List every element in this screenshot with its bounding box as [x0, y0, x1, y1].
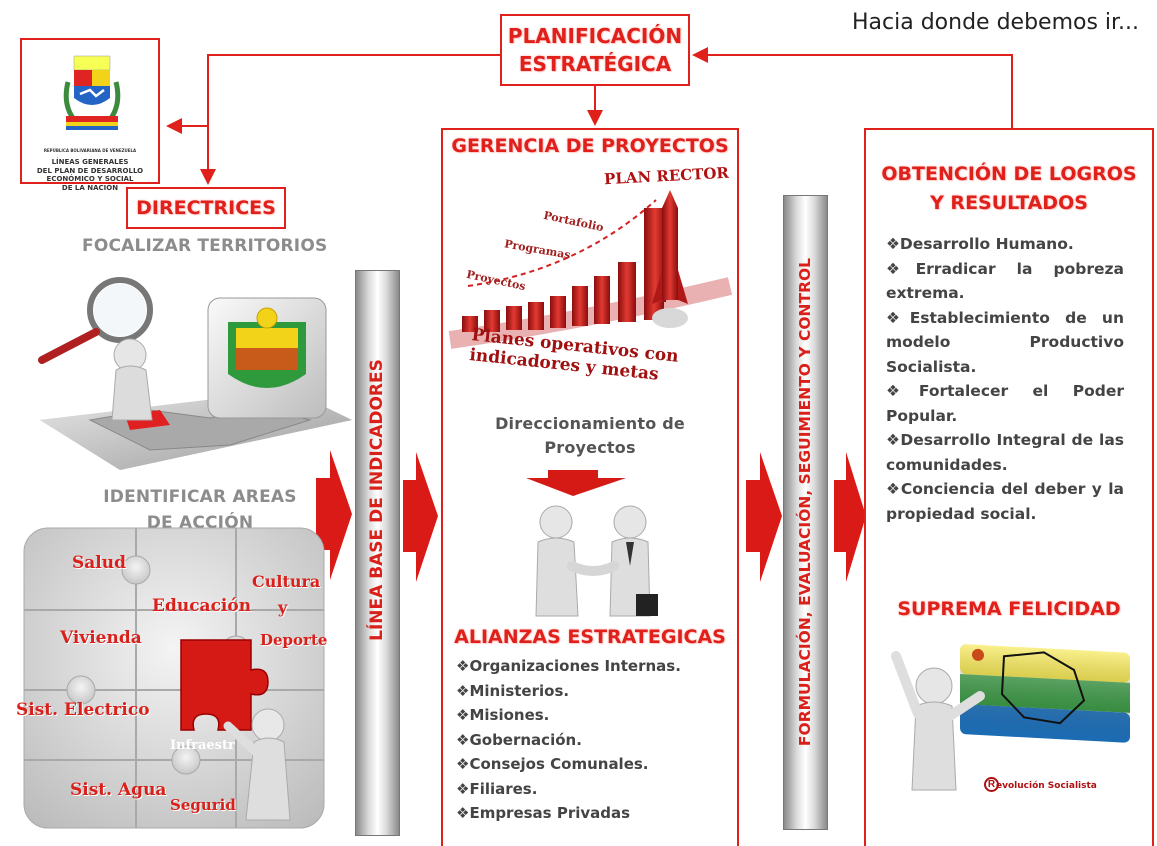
- list-item: ❖Desarrollo Integral de las comunidades.: [886, 431, 1124, 474]
- flag-figure-illustration: [891, 644, 1130, 791]
- list-item: ❖Erradicar la pobreza extrema.: [886, 259, 1124, 303]
- lineas-generales-card: REPÚBLICA BOLIVARIANA DE VENEZUELA LÍNEA…: [20, 38, 160, 192]
- list-item: ❖Conciencia del deber y la propiedad soc…: [886, 480, 1124, 523]
- alianzas-list: ❖Organizaciones Internas. ❖Ministerios. …: [456, 654, 736, 826]
- formulacion-label: FORMULACIÓN, EVALUACIÓN, SEGUIMIENTO Y C…: [796, 257, 814, 747]
- directrices-label: DIRECTRICES: [126, 187, 286, 229]
- lineas-generales-caption: LÍNEAS GENERALES DEL PLAN DE DESARROLLO …: [22, 158, 158, 192]
- puzzle-vivienda: Vivienda: [60, 628, 142, 648]
- puzzle-seguridad: Segurid: [170, 796, 236, 814]
- line-plan-to-escudo: [166, 54, 500, 134]
- planificacion-line2: ESTRATÉGICA: [518, 52, 672, 76]
- puzzle-sist-electrico: Sist. Electrico: [16, 700, 150, 720]
- flow-arrow-3: [746, 452, 782, 582]
- line-feedback: [692, 47, 1013, 128]
- territory-map-illustration: [38, 277, 352, 470]
- revolucion-logo-icon: R: [984, 777, 999, 792]
- gerencia-heading: GERENCIA DE PROYECTOS: [451, 135, 729, 157]
- puzzle-illustration: [23, 527, 325, 829]
- list-item: ❖Ministerios.: [456, 681, 570, 700]
- revolucion-socialista-logo-text: evolución Socialista: [996, 781, 1097, 791]
- focalizar-territorios-heading: FOCALIZAR TERRITORIOS: [82, 236, 328, 256]
- list-item: ❖Empresas Privadas: [456, 804, 631, 822]
- lineas-line1: LÍNEAS GENERALES: [51, 158, 129, 166]
- list-item: ❖Establecimiento de un modelo Productivo…: [886, 308, 1124, 376]
- direccionamiento-line2: Proyectos: [544, 438, 636, 457]
- puzzle-deporte: Deporte: [260, 631, 328, 649]
- suprema-felicidad-heading: SUPREMA FELICIDAD: [897, 598, 1121, 620]
- puzzle-cultura: Cultura: [252, 572, 321, 591]
- list-item: ❖Fortalecer el Poder Popular.: [886, 382, 1124, 425]
- direccionamiento-line1: Direccionamiento de: [495, 414, 685, 433]
- flow-arrow-2: [403, 452, 438, 582]
- tagline: Hacia donde debemos ir...: [852, 10, 1140, 35]
- list-item: ❖Gobernación.: [456, 730, 582, 749]
- puzzle-educacion: Educación: [152, 596, 252, 616]
- flow-arrow-1: [316, 450, 352, 580]
- lineas-line2: DEL PLAN DE DESARROLLO: [36, 166, 144, 175]
- puzzle-sist-agua: Sist. Agua: [70, 780, 167, 800]
- direccionamiento-heading: Direccionamiento de Proyectos: [441, 412, 739, 460]
- linea-base-label: LÍNEA BASE DE INDICADORES: [367, 359, 387, 641]
- list-item: ❖Organizaciones Internas.: [456, 657, 681, 675]
- list-item: ❖Misiones.: [456, 706, 550, 724]
- list-item: ❖Filiares.: [456, 779, 538, 798]
- planificacion-title-box: PLANIFICACIÓN ESTRATÉGICA: [500, 14, 690, 86]
- list-item: ❖Desarrollo Humano.: [886, 235, 1074, 253]
- coat-of-arms-icon: [63, 55, 121, 130]
- logros-list: ❖Desarrollo Humano. ❖Erradicar la pobrez…: [886, 232, 1124, 526]
- puzzle-y: y: [278, 598, 288, 617]
- obtencion-heading: OBTENCIÓN DE LOGROS Y RESULTADOS: [864, 160, 1154, 218]
- obtencion-line2: Y RESULTADOS: [930, 192, 1088, 214]
- growth-bars-rocket-illustration: [448, 190, 733, 349]
- alianzas-heading: ALIANZAS ESTRATEGICAS: [454, 626, 726, 648]
- puzzle-salud: Salud: [72, 553, 126, 573]
- lineas-line3: ECONÓMICO Y SOCIAL: [46, 175, 134, 183]
- planificacion-line1: PLANIFICACIÓN: [507, 24, 683, 48]
- lineas-line4: DE LA NACIÓN: [61, 183, 119, 192]
- obtencion-line1: OBTENCIÓN DE LOGROS: [881, 163, 1137, 185]
- list-item: ❖Consejos Comunales.: [456, 755, 649, 773]
- formulacion-banner: [783, 195, 828, 830]
- identificar-line1: IDENTIFICAR AREAS: [103, 487, 297, 507]
- republica-caption: REPÚBLICA BOLIVARIANA DE VENEZUELA: [43, 148, 137, 153]
- flow-arrow-4: [834, 452, 866, 582]
- handshake-illustration: [526, 470, 658, 617]
- puzzle-infraestructura: Infraestr: [170, 738, 235, 753]
- linea-base-banner: [355, 270, 400, 836]
